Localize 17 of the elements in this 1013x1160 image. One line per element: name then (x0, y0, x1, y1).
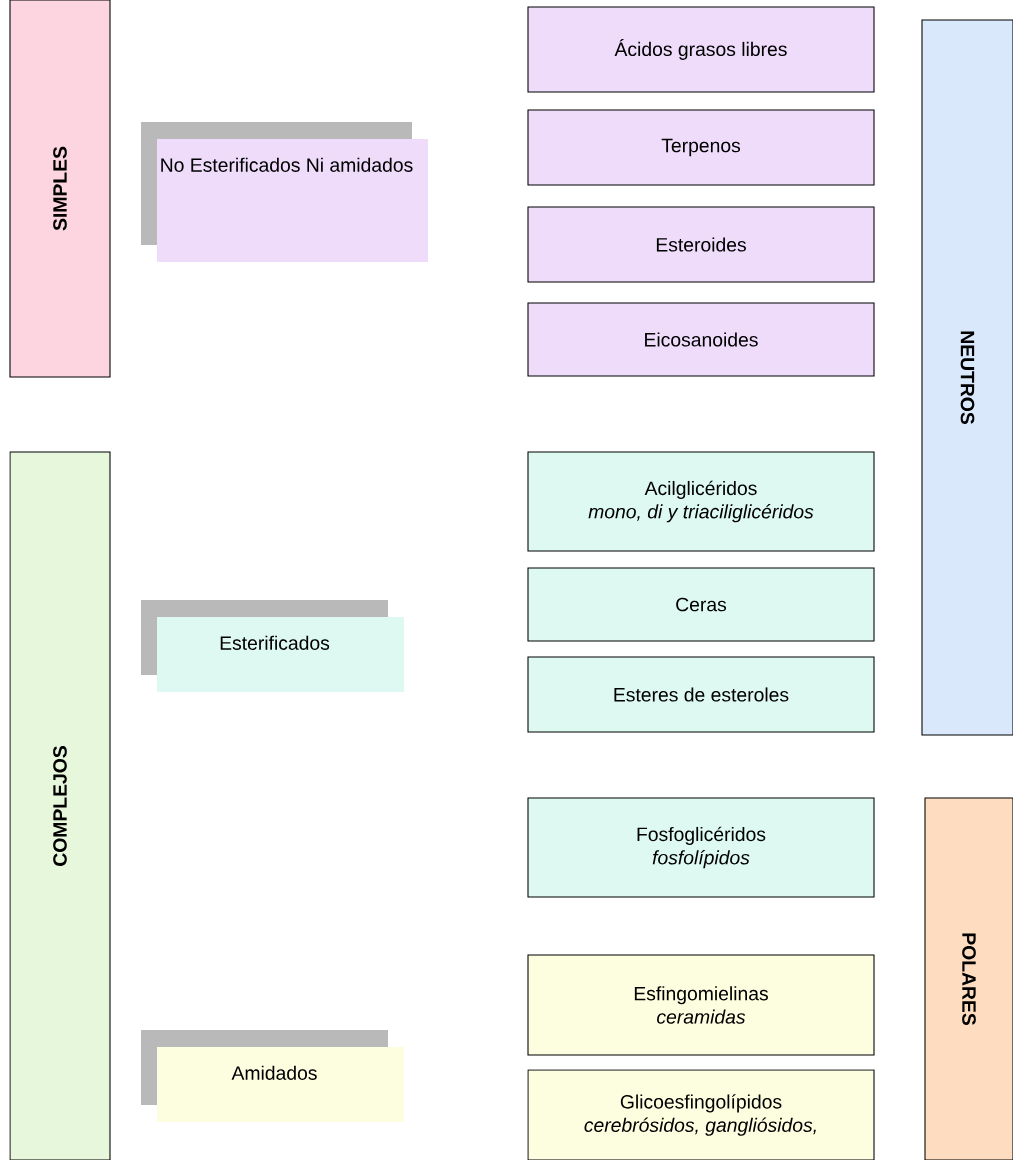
shadowed-box: Esterificados (141, 600, 404, 692)
category-box: Ceras (527, 567, 875, 642)
category-box: Esteroides (527, 206, 875, 283)
category-box: Ácidos grasos libres (527, 6, 875, 93)
category-box: Acilglicéridos mono, di y triaciliglicéridos (527, 451, 875, 552)
category-box: Fosfoglicéridos fosfolípidos (527, 797, 875, 898)
category-band: NEUTROS (921, 19, 1013, 736)
category-band: SIMPLES (9, 0, 111, 378)
category-box: Eicosanoides (527, 302, 875, 377)
category-band: POLARES (924, 797, 1013, 1160)
category-box: Terpenos (527, 109, 875, 186)
shadowed-box: Amidados (141, 1030, 404, 1122)
category-band: COMPLEJOS (9, 451, 111, 1160)
category-box: Esfingomielinas ceramidas (527, 954, 875, 1056)
category-box: Glicoesfingolípidos cerebrósidos, gangliósidos, (527, 1069, 875, 1160)
category-box: Esteres de esteroles (527, 656, 875, 733)
shadowed-box: No Esterificados Ni amidados (141, 122, 428, 262)
